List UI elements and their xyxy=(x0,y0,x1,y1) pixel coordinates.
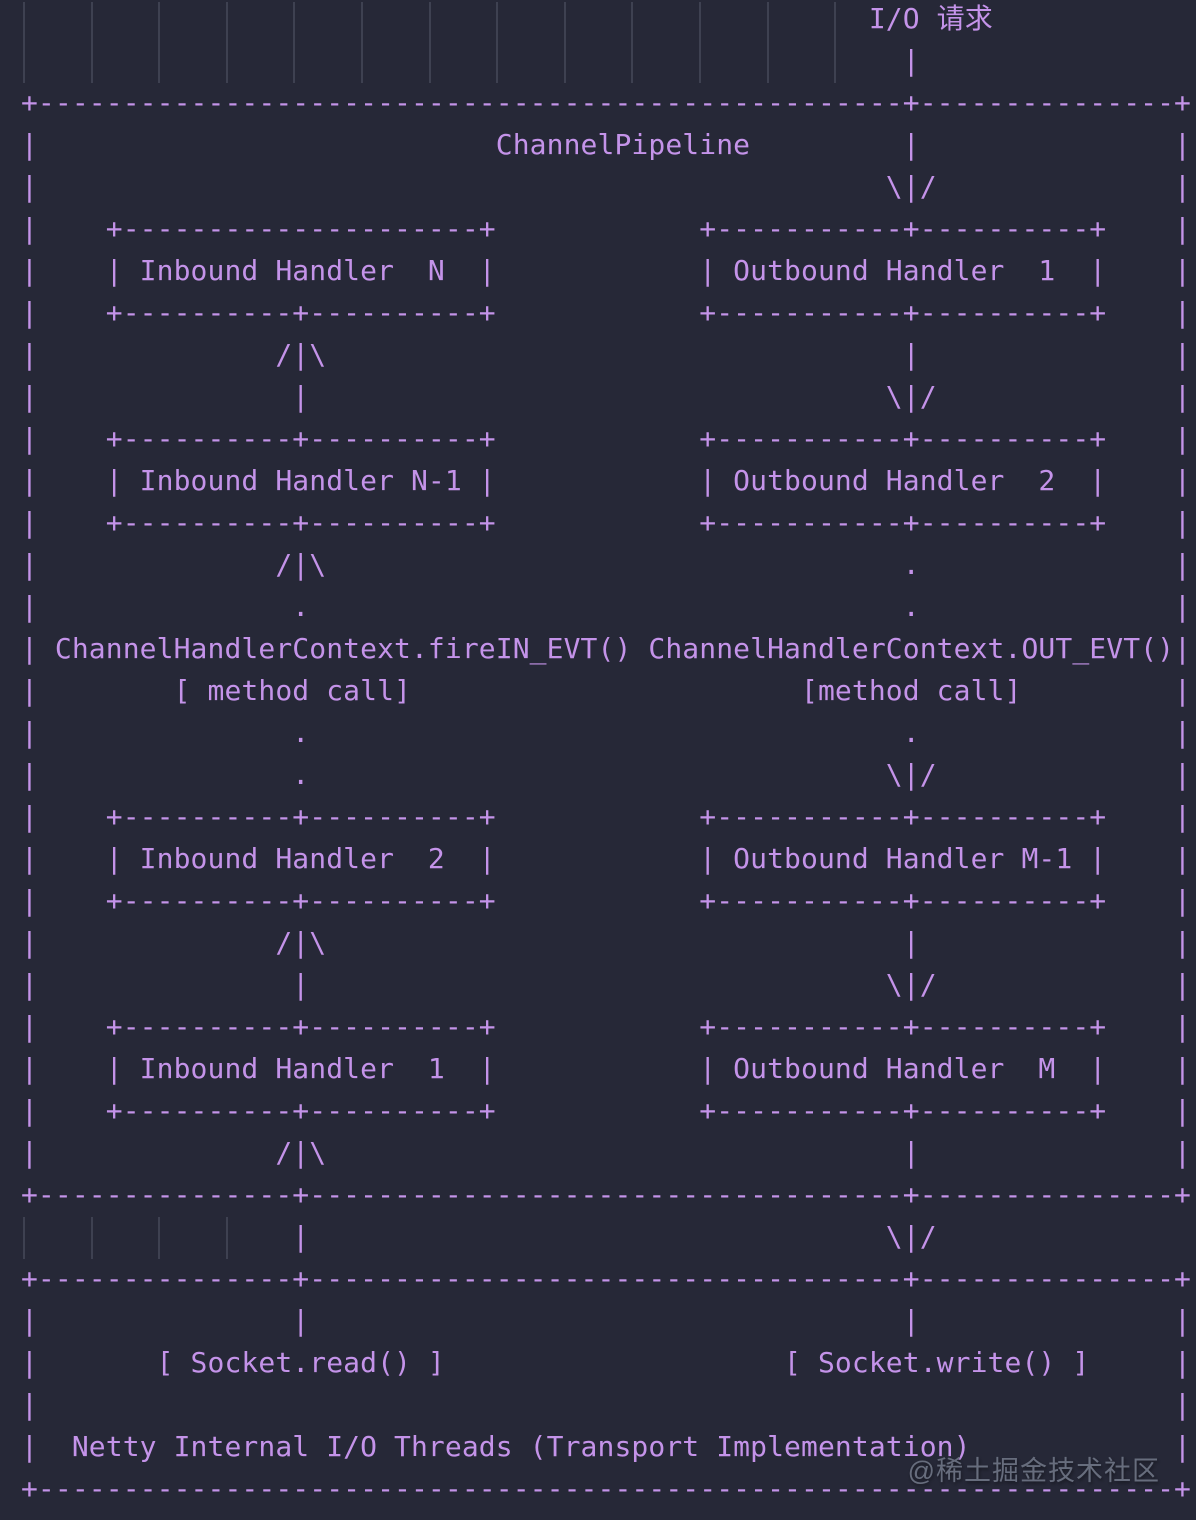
watermark: @稀土掘金技术社区 xyxy=(907,1456,1160,1486)
indent-guide xyxy=(834,2,837,83)
indent-guide xyxy=(361,2,363,83)
indent-guide xyxy=(158,1217,161,1259)
indent-guide xyxy=(90,2,93,83)
indent-guide xyxy=(496,2,499,83)
indent-guide xyxy=(225,1217,228,1259)
indent-guide xyxy=(90,1217,93,1259)
indent-guide xyxy=(23,2,25,83)
indent-guide xyxy=(158,2,161,83)
indent-guide xyxy=(563,2,566,83)
indent-guide xyxy=(293,2,296,83)
indent-guide xyxy=(23,1217,25,1259)
ascii-pipeline-diagram: I/O 请求 | +------------------------------… xyxy=(20,2,1192,1505)
indent-guide xyxy=(225,2,228,83)
indent-guide xyxy=(699,2,701,83)
indent-guide xyxy=(766,2,769,83)
indent-guide xyxy=(428,2,431,83)
indent-guide xyxy=(631,2,634,83)
